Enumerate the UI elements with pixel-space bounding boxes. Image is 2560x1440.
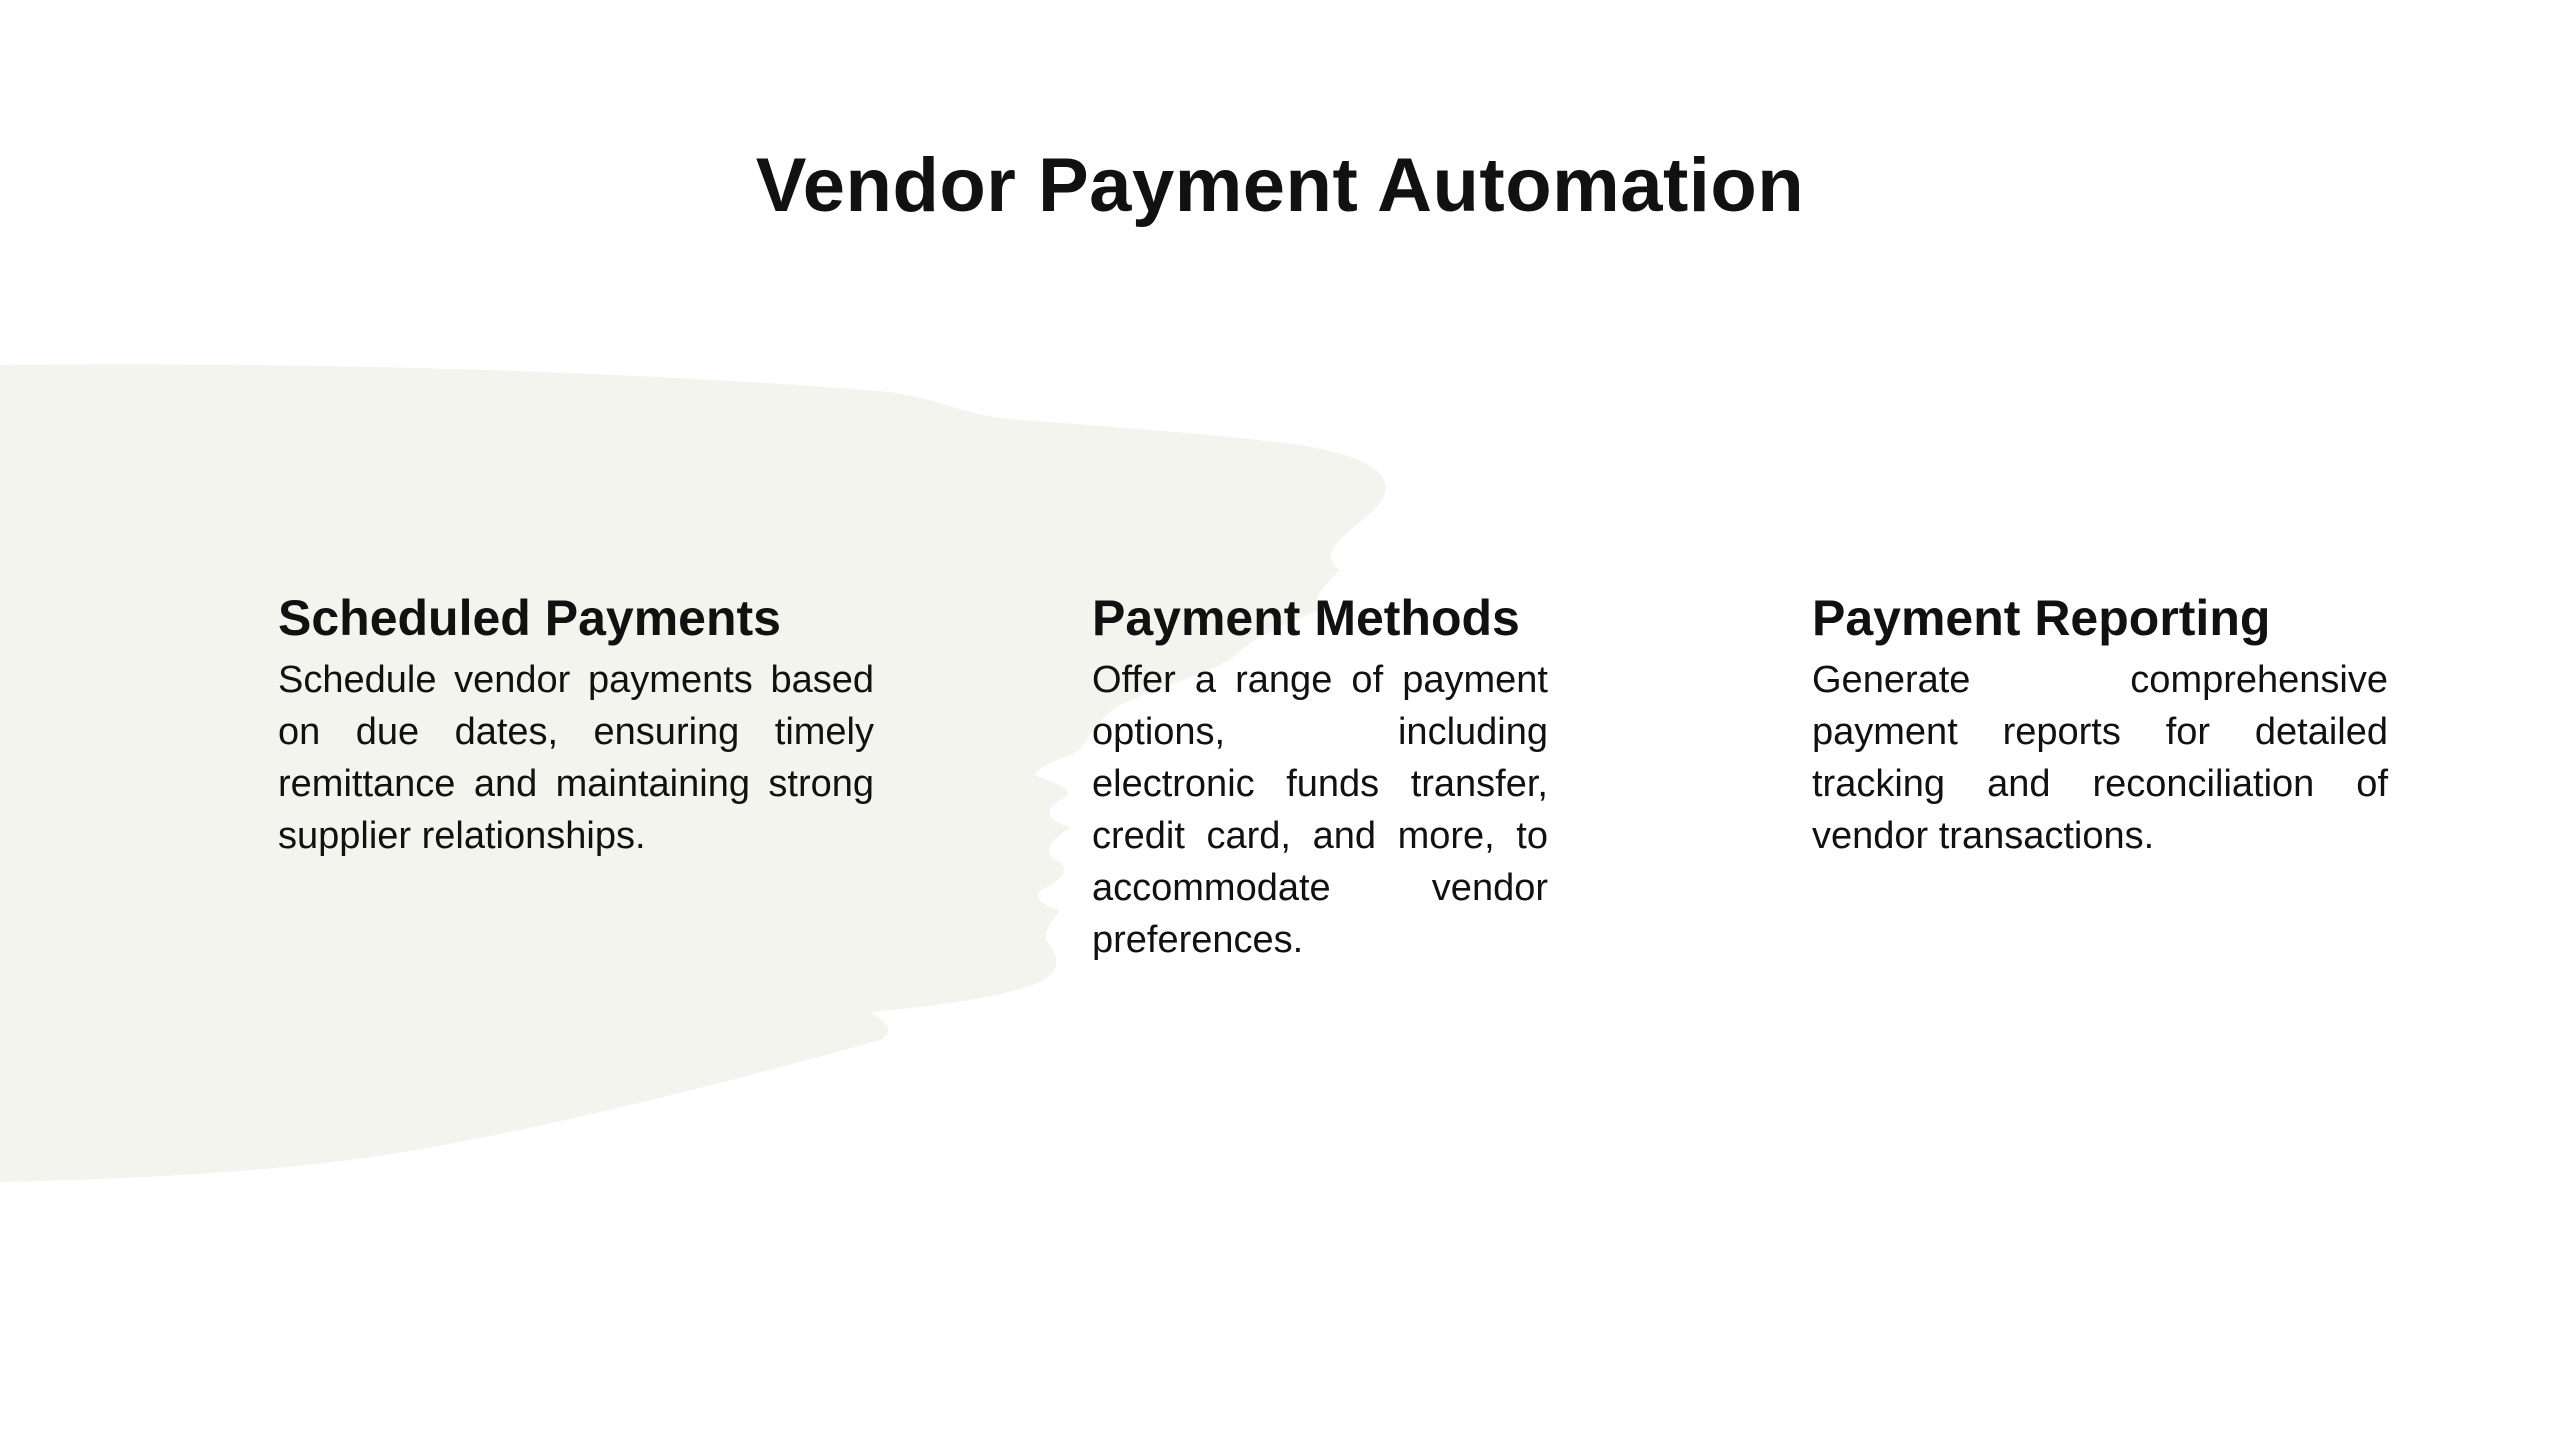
feature-scheduled-payments: Scheduled Payments Schedule vendor payme… [278,588,874,862]
feature-payment-methods: Payment Methods Offer a range of payment… [1092,588,1548,966]
feature-description: Schedule vendor payments based on due da… [278,659,874,857]
feature-heading: Scheduled Payments [278,590,781,646]
feature-heading: Payment Reporting [1812,590,2271,646]
feature-heading: Payment Methods [1092,590,1520,646]
feature-payment-reporting: Payment Reporting Generate comprehensive… [1812,588,2388,862]
brush-stroke-shape [0,364,1386,1182]
feature-description: Generate comprehensive payment reports f… [1812,659,2388,857]
slide-title: Vendor Payment Automation [755,143,1805,228]
feature-description: Offer a range of payment options, includ… [1092,659,1548,961]
